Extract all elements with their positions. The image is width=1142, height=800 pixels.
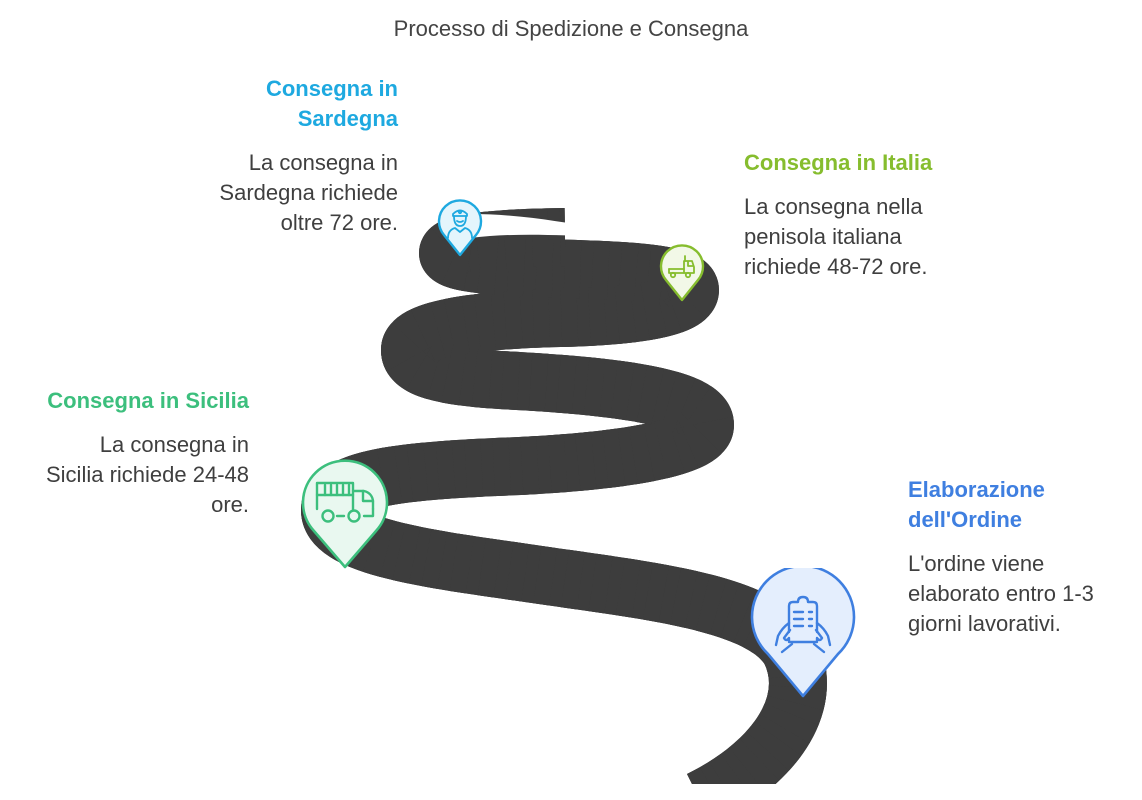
heading-line: Consegna in Sicilia — [47, 388, 249, 413]
step-sicilia: Consegna in Sicilia La consegna in Sicil… — [0, 386, 249, 520]
pin-italia — [659, 244, 705, 302]
heading-line: Consegna in — [265, 76, 398, 101]
step-italia: Consegna in Italia La consegna nella pen… — [744, 148, 1004, 282]
road-taper-top — [470, 214, 600, 238]
step-heading: Elaborazione dell'Ordine — [908, 475, 1138, 535]
pin-sicilia — [301, 459, 389, 569]
pin-elaborazione — [750, 568, 856, 698]
heading-line: Sardegna — [297, 106, 398, 131]
step-heading: Consegna in Italia — [744, 148, 1004, 178]
step-elaborazione: Elaborazione dell'Ordine L'ordine viene … — [908, 475, 1138, 639]
courier-person-icon — [447, 209, 473, 239]
step-heading: Consegna in Sardegna — [138, 74, 398, 134]
diagram-title: Processo di Spedizione e Consegna — [393, 16, 749, 41]
pin-sardegna — [437, 199, 483, 257]
description-line: Sardegna richiede — [219, 180, 398, 205]
step-description: La consegna in Sardegna richiede oltre 7… — [138, 148, 398, 238]
step-description: L'ordine viene elaborato entro 1-3 giorn… — [908, 549, 1138, 639]
description-line: La consegna in — [248, 150, 398, 175]
step-sardegna: Consegna in Sardegna La consegna in Sard… — [138, 74, 398, 238]
clipboard-in-hands-icon — [774, 595, 832, 654]
step-heading: Consegna in Sicilia — [0, 386, 249, 416]
description-line: penisola italiana — [744, 224, 902, 249]
description-line: La consegna nella — [744, 194, 923, 219]
description-line: giorni lavorativi. — [908, 611, 1061, 636]
cargo-truck-icon — [315, 481, 375, 523]
description-line: Sicilia richiede 24-48 — [46, 462, 249, 487]
description-line: L'ordine viene — [908, 551, 1045, 576]
description-line: oltre 72 ore. — [280, 210, 398, 235]
description-line: La consegna in — [99, 432, 249, 457]
step-description: La consegna nella penisola italiana rich… — [744, 192, 1004, 282]
heading-line: dell'Ordine — [908, 507, 1023, 532]
heading-line: Consegna in Italia — [744, 150, 933, 175]
description-line: richiede 48-72 ore. — [744, 254, 928, 279]
description-line: ore. — [211, 492, 249, 517]
tractor-truck-icon — [668, 255, 695, 279]
description-line: elaborato entro 1-3 — [908, 581, 1094, 606]
heading-line: Elaborazione — [908, 477, 1045, 502]
step-description: La consegna in Sicilia richiede 24-48 or… — [0, 430, 249, 520]
